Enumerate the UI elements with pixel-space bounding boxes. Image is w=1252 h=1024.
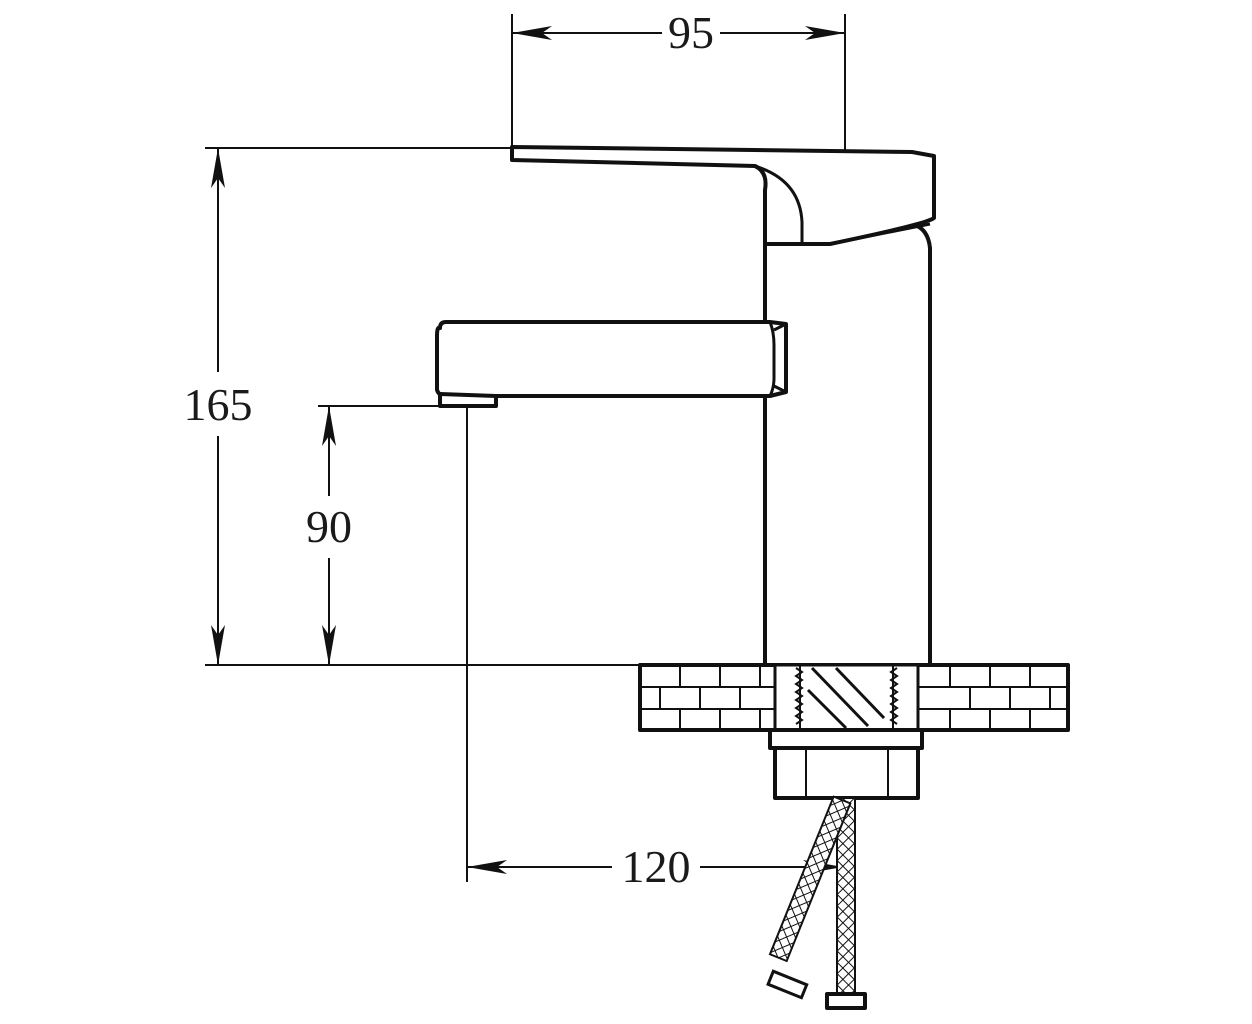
dimension-95: 95: [512, 7, 845, 58]
countertop: [638, 663, 1070, 732]
extension-lines: [205, 14, 846, 882]
supply-hoses: [766, 795, 867, 1010]
dimension-label-90: 90: [306, 501, 352, 552]
dimension-label-165: 165: [184, 379, 253, 430]
dimension-120: 120: [467, 841, 843, 892]
dimension-165: 165: [184, 148, 253, 665]
mounting-nut: [768, 728, 924, 800]
dimension-90: 90: [306, 406, 352, 665]
dimension-label-95: 95: [668, 7, 714, 58]
dimension-label-120: 120: [622, 841, 691, 892]
faucet-body: [435, 145, 936, 667]
